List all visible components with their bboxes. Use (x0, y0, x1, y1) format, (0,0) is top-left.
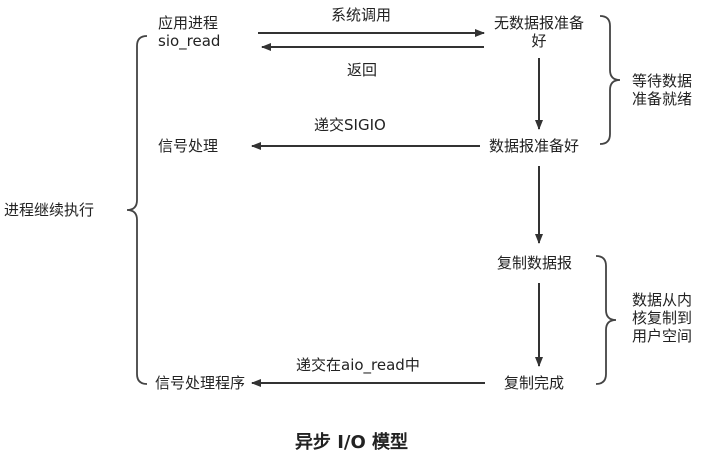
brace-copy-phase (595, 255, 617, 385)
phase-process-continues: 进程继续执行 (4, 201, 95, 219)
phase-wait-data-line1: 等待数据 (632, 72, 693, 90)
phase-copy-line2: 核复制到 (632, 309, 693, 327)
phase-copy: 数据从内 核复制到 用户空间 (632, 291, 692, 345)
node-app-process-line1: 应用进程 (158, 14, 219, 32)
node-signal-handler-routine: 信号处理程序 (155, 374, 246, 392)
node-copy-datagram: 复制数据报 (497, 254, 573, 272)
node-no-data-line2: 好 (531, 32, 547, 50)
phase-wait-data-line2: 准备就绪 (632, 90, 693, 108)
brace-wait-data (599, 15, 621, 145)
phase-wait-data: 等待数据 准备就绪 (632, 72, 692, 108)
brace-process-continues (126, 35, 148, 385)
node-data-ready: 数据报准备好 (489, 137, 580, 155)
edge-label-return: 返回 (347, 61, 378, 79)
node-no-data: 无数据报准备 好 (484, 14, 594, 50)
node-app-process-line2: sio_read (158, 32, 221, 50)
phase-copy-line1: 数据从内 (632, 291, 693, 309)
node-app-process: 应用进程 sio_read (158, 14, 220, 50)
diagram-title: 异步 I/O 模型 (294, 432, 409, 453)
node-signal-handler: 信号处理 (158, 137, 219, 155)
edge-label-deliver-sigio: 递交SIGIO (314, 116, 386, 134)
node-copy-done: 复制完成 (504, 374, 565, 392)
edge-label-deliver-aio-read: 递交在aio_read中 (296, 356, 420, 374)
phase-copy-line3: 用户空间 (632, 327, 693, 345)
edge-label-syscall: 系统调用 (331, 6, 392, 24)
node-no-data-line1: 无数据报准备 (493, 14, 584, 32)
